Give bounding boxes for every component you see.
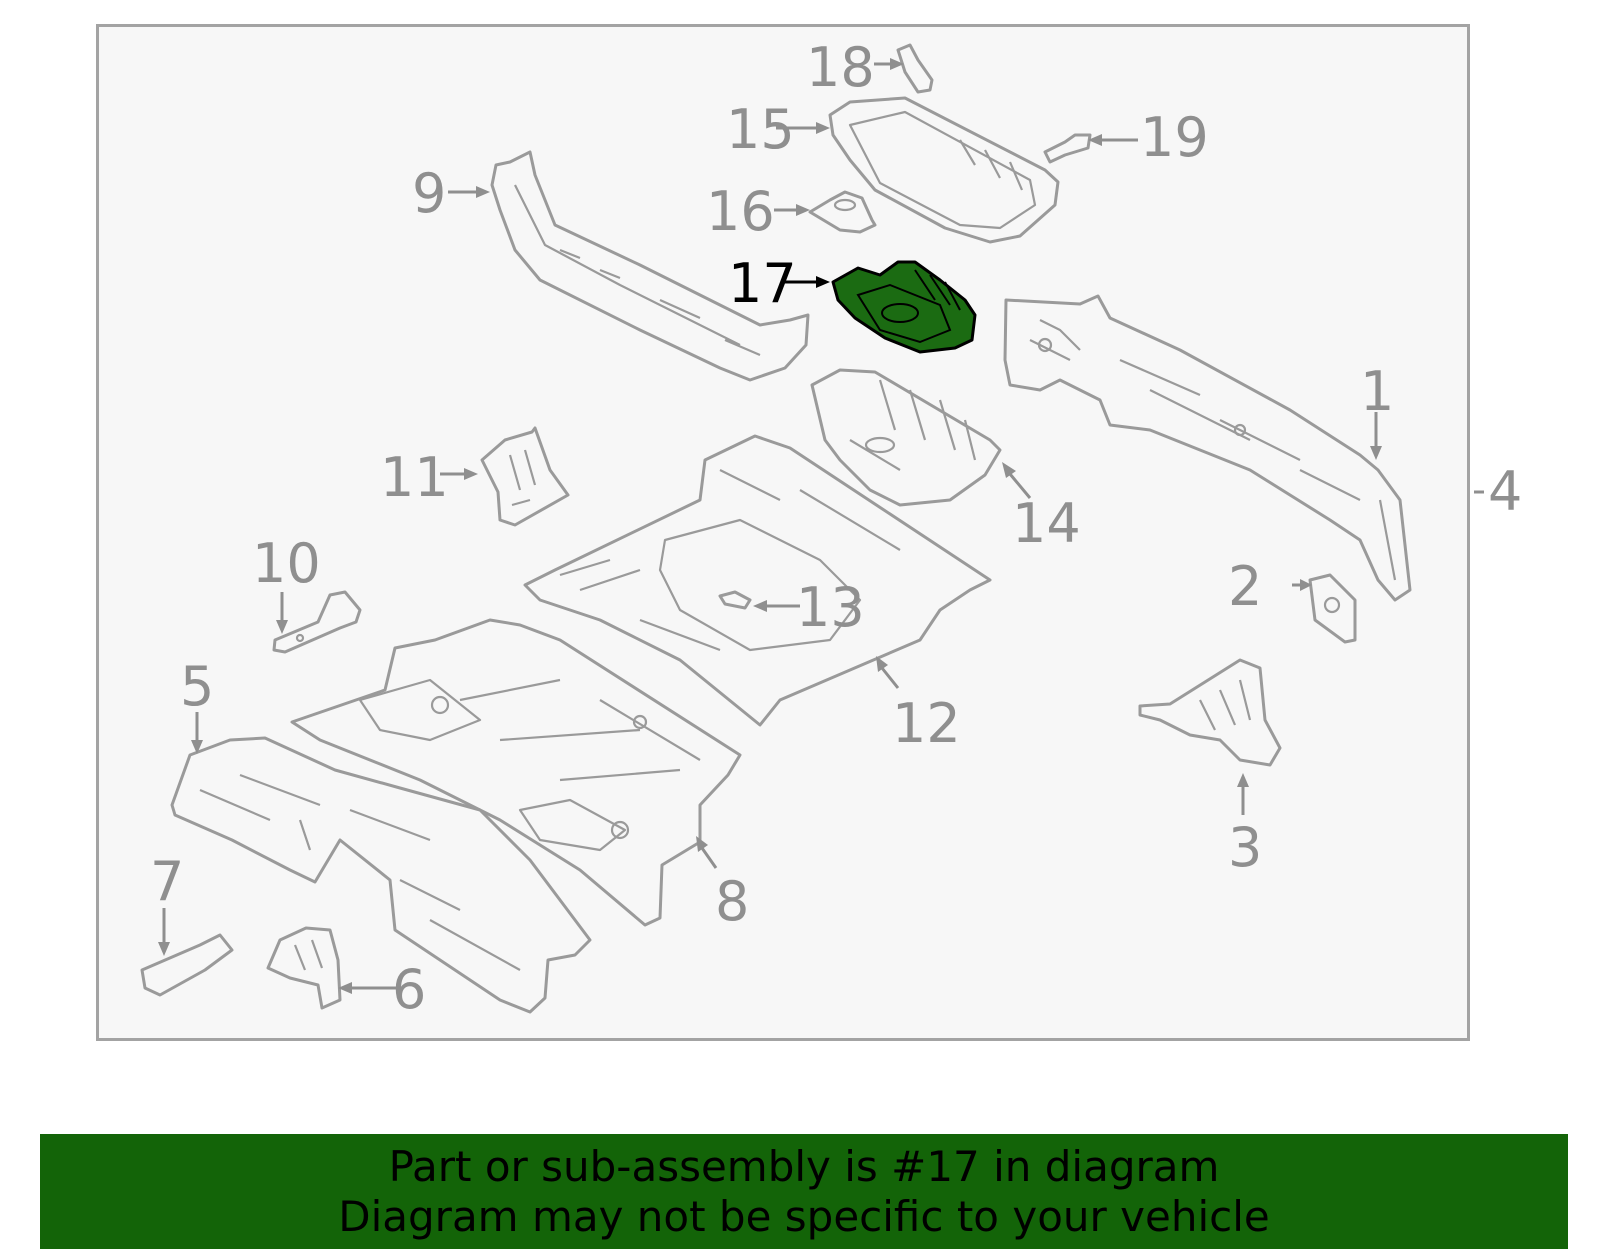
info-banner: Part or sub-assembly is #17 in diagram D…: [40, 1134, 1568, 1249]
callout-16: 16: [706, 180, 775, 243]
callout-17: 17: [728, 252, 797, 315]
part-17-highlighted[interactable]: [831, 260, 977, 354]
callout-12: 12: [892, 692, 961, 755]
callout-15: 15: [726, 98, 795, 161]
part-10-bracket[interactable]: [272, 590, 362, 654]
callout-8: 8: [715, 870, 749, 933]
part-14-tire-well[interactable]: [810, 368, 1002, 507]
callout-5: 5: [180, 655, 214, 718]
callout-18: 18: [806, 36, 875, 99]
banner-line-1: Part or sub-assembly is #17 in diagram: [388, 1142, 1220, 1191]
part-19-bracket[interactable]: [1043, 133, 1092, 164]
callout-9: 9: [412, 162, 446, 225]
callout-10: 10: [252, 532, 321, 595]
callout-4: 4: [1488, 460, 1522, 523]
callout-labels: 1 2 3 4 5 6 7 8 9 10 11 12 13 14 15 16 1…: [150, 36, 1522, 1021]
callout-2: 2: [1228, 555, 1262, 618]
part-9-crossmember[interactable]: [490, 150, 810, 382]
part-1-rail[interactable]: [1003, 294, 1412, 602]
part-12-front-floor[interactable]: [523, 434, 992, 727]
callout-19: 19: [1140, 106, 1209, 169]
callout-3: 3: [1228, 816, 1262, 879]
callout-1: 1: [1360, 360, 1394, 423]
part-8-center-floor[interactable]: [290, 618, 742, 927]
part-15-tray[interactable]: [828, 96, 1060, 244]
banner-line-2: Diagram may not be specific to your vehi…: [338, 1192, 1270, 1241]
leader-lines: [158, 58, 1484, 994]
callout-7: 7: [150, 850, 184, 913]
callout-6: 6: [392, 958, 426, 1021]
part-11-bracket[interactable]: [480, 426, 570, 527]
part-18-bracket[interactable]: [896, 43, 934, 94]
part-16-mount[interactable]: [808, 190, 877, 234]
callout-13: 13: [796, 576, 865, 639]
part-5-rear-member[interactable]: [170, 736, 592, 1014]
part-13-clip[interactable]: [718, 590, 752, 610]
part-2-plate[interactable]: [1308, 573, 1357, 644]
callout-11: 11: [380, 446, 449, 509]
part-7-bracket[interactable]: [140, 933, 234, 997]
part-6-bracket[interactable]: [266, 926, 342, 1010]
callout-14: 14: [1012, 492, 1081, 555]
part-3-bracket[interactable]: [1138, 658, 1282, 767]
